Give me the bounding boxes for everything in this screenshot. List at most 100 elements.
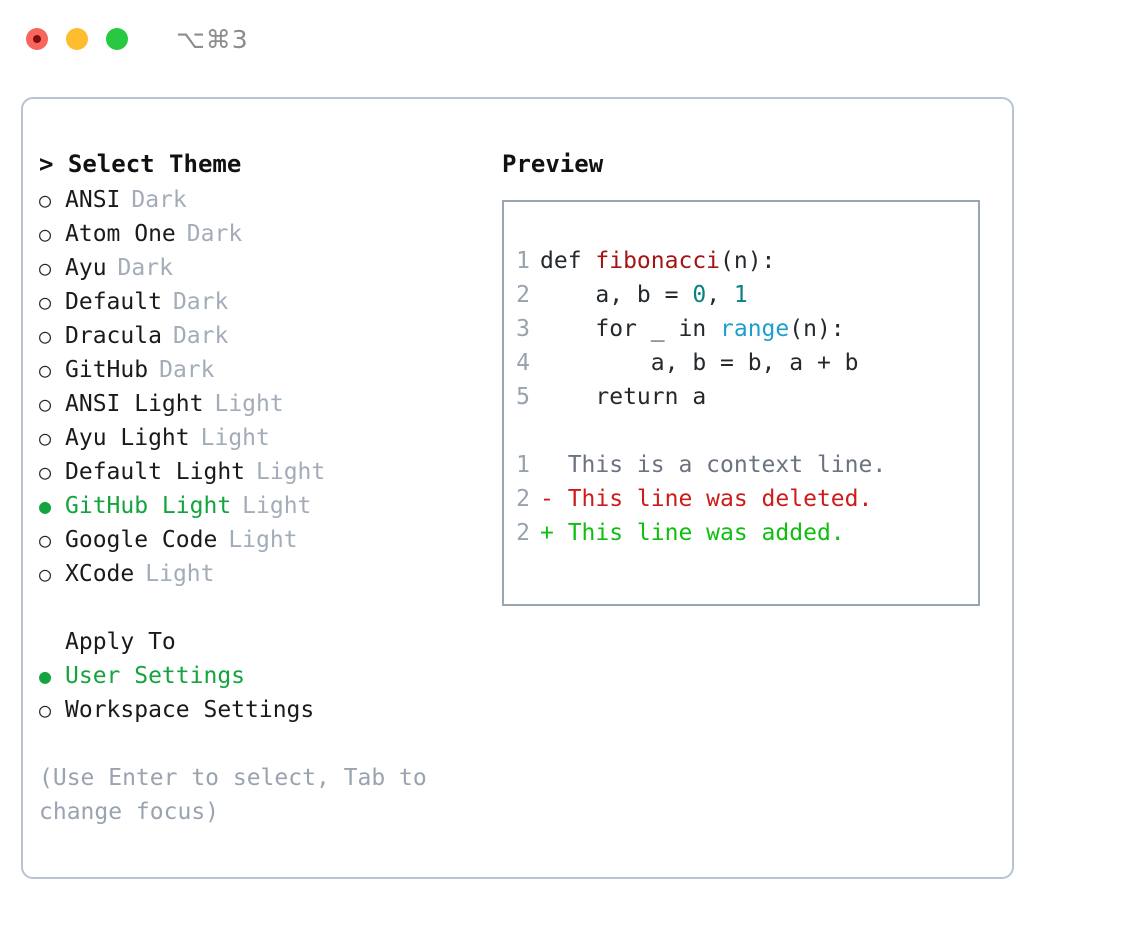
- theme-option-github[interactable]: ○ GitHub Dark: [39, 353, 494, 387]
- theme-option-kind: Light: [200, 425, 270, 451]
- theme-option-name: ANSI: [65, 187, 121, 213]
- radio-unselected-icon: ○: [39, 392, 52, 416]
- theme-option-kind: Dark: [159, 357, 215, 383]
- title-bar: ⌥⌘3: [0, 0, 1140, 78]
- radio-unselected-icon: ○: [39, 290, 52, 314]
- radio-unselected-icon: ○: [39, 698, 52, 722]
- diff-line-text: - This line was deleted.: [540, 486, 873, 512]
- theme-option-xcode[interactable]: ○ XCode Light: [39, 557, 494, 591]
- theme-option-name: Atom One: [65, 221, 176, 247]
- radio-unselected-icon: ○: [39, 562, 52, 586]
- code-token-plain: ,: [706, 282, 734, 308]
- code-line-text: a, b = b, a + b: [540, 346, 859, 380]
- apply-to-option-label: Workspace Settings: [65, 697, 315, 723]
- code-line: 5 return a: [504, 380, 978, 414]
- code-token-num: 1: [733, 282, 748, 308]
- theme-option-kind: Dark: [172, 289, 229, 315]
- line-number: 2: [516, 486, 530, 512]
- theme-option-name: XCode: [65, 561, 135, 587]
- theme-option-name: Ayu Light: [65, 425, 190, 451]
- minimize-button-icon[interactable]: [66, 28, 88, 50]
- theme-option-github-light[interactable]: ● GitHub Light Light: [39, 489, 494, 523]
- theme-option-name: GitHub: [65, 357, 149, 383]
- diff-line-text: This is a context line.: [540, 452, 887, 478]
- diff-line-deleted: 2 - This line was deleted.: [504, 482, 978, 516]
- radio-selected-icon: ●: [39, 494, 52, 518]
- keyboard-hint-text: (Use Enter to select, Tab to change focu…: [39, 765, 441, 825]
- theme-option-name: GitHub Light: [65, 493, 232, 519]
- theme-option-google-code[interactable]: ○ Google Code Light: [39, 523, 494, 557]
- radio-unselected-icon: ○: [39, 324, 52, 348]
- theme-option-kind: Light: [256, 459, 326, 485]
- theme-option-kind: Light: [214, 391, 284, 417]
- code-line: 4 a, b = b, a + b: [504, 346, 978, 380]
- diff-line-text: + This line was added.: [540, 520, 845, 546]
- code-line-text: for _ in range(n):: [540, 312, 845, 346]
- line-number: 3: [516, 316, 530, 342]
- theme-option-ansi[interactable]: ○ ANSI Dark: [39, 183, 494, 217]
- code-token-plain: (n):: [789, 316, 845, 342]
- code-token-fn: fibonacci: [595, 248, 721, 274]
- radio-unselected-icon: ○: [39, 256, 52, 280]
- theme-option-kind: Light: [228, 527, 298, 553]
- code-token-plain: a, b = b, a + b: [540, 350, 859, 376]
- theme-option-kind: Dark: [131, 187, 187, 213]
- theme-option-name: Default Light: [65, 459, 246, 485]
- theme-option-atom-one[interactable]: ○ Atom One Dark: [39, 217, 494, 251]
- code-line-text: def fibonacci(n):: [540, 244, 775, 278]
- code-token-call: range: [720, 316, 790, 342]
- apply-to-option-label: User Settings: [65, 663, 246, 689]
- radio-unselected-icon: ○: [39, 358, 52, 382]
- radio-unselected-icon: ○: [39, 222, 52, 246]
- theme-option-kind: Dark: [172, 323, 229, 349]
- window-controls: [26, 28, 128, 50]
- keyboard-shortcut-label: ⌥⌘3: [176, 24, 249, 54]
- code-token-plain: for _ in: [540, 316, 721, 342]
- radio-unselected-icon: ○: [39, 188, 52, 212]
- line-number: 5: [516, 384, 530, 410]
- select-theme-header: > Select Theme: [39, 150, 242, 178]
- theme-option-ansi-light[interactable]: ○ ANSI Light Light: [39, 387, 494, 421]
- line-number: 2: [516, 520, 530, 546]
- code-token-plain: (n):: [720, 248, 776, 274]
- theme-option-name: ANSI Light: [65, 391, 204, 417]
- maximize-button-icon[interactable]: [106, 28, 128, 50]
- line-number: 4: [516, 350, 530, 376]
- theme-option-kind: Dark: [117, 255, 173, 281]
- preview-header: Preview: [502, 150, 604, 178]
- code-line: 3 for _ in range(n):: [504, 312, 978, 346]
- theme-option-name: Ayu: [65, 255, 107, 281]
- apply-to-section: Apply To ●User Settings ○ Workspace Settin…: [39, 625, 494, 727]
- close-button-icon[interactable]: [26, 28, 48, 50]
- code-diff-separator: [504, 414, 978, 448]
- apply-to-option-workspace-settings[interactable]: ○ Workspace Settings: [39, 693, 494, 727]
- radio-unselected-icon: ○: [39, 528, 52, 552]
- apply-to-header: Apply To: [65, 629, 176, 655]
- code-token-plain: def: [540, 248, 596, 274]
- theme-option-kind: Light: [145, 561, 215, 587]
- theme-option-kind: Dark: [186, 221, 243, 247]
- apply-to-options: ●User Settings ○ Workspace Settings: [39, 659, 494, 727]
- diff-line-context: 1 This is a context line.: [504, 448, 978, 482]
- code-line-text: return a: [540, 380, 706, 414]
- code-line-text: a, b = 0, 1: [540, 278, 748, 312]
- apply-to-option-user-settings[interactable]: ●User Settings: [39, 659, 494, 693]
- code-line: 2 a, b = 0, 1: [504, 278, 978, 312]
- theme-option-kind: Light: [242, 493, 312, 519]
- line-number: 2: [516, 282, 530, 308]
- theme-option-name: Google Code: [65, 527, 218, 553]
- theme-option-ayu[interactable]: ○ Ayu Dark: [39, 251, 494, 285]
